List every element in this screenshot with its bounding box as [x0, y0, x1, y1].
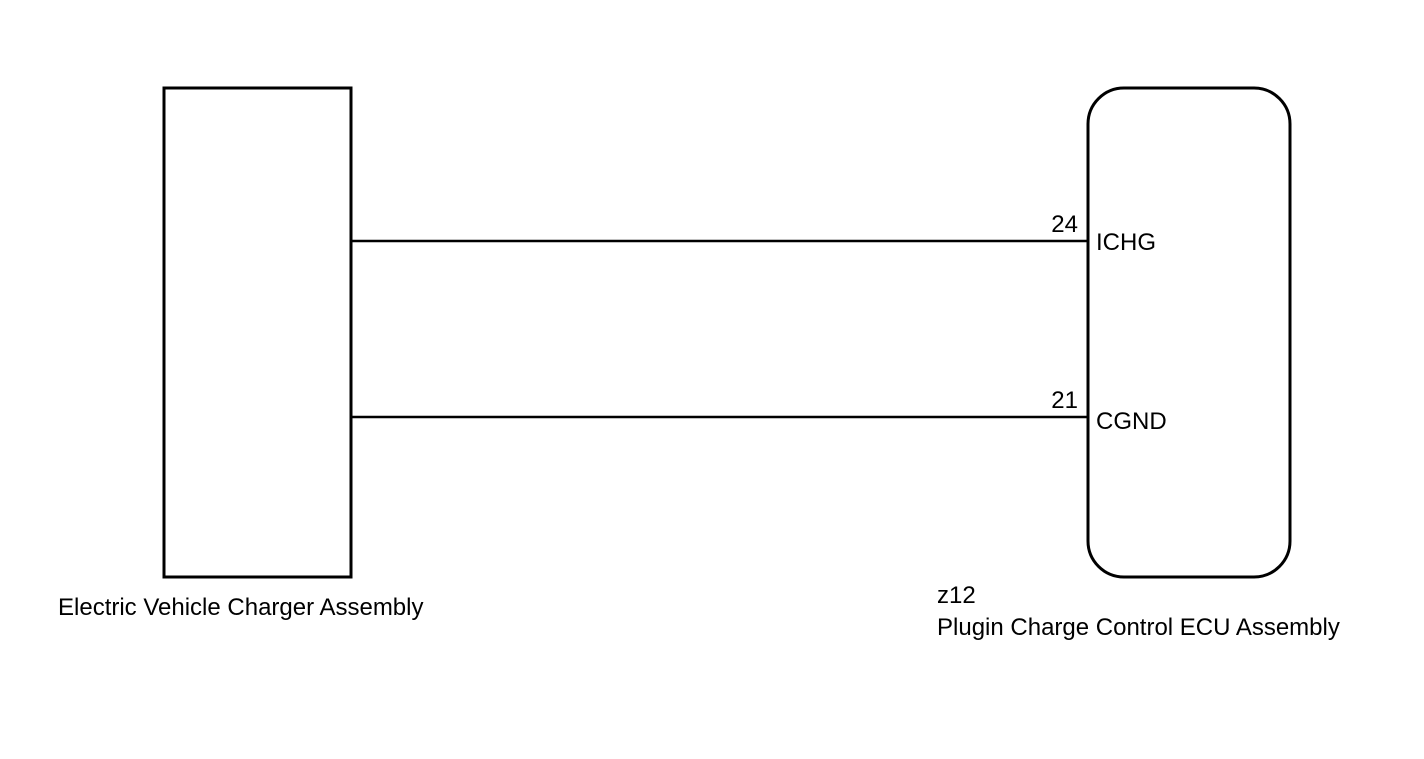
signal-label-ichg: ICHG — [1096, 229, 1156, 256]
ecu-assembly-label: Plugin Charge Control ECU Assembly — [937, 614, 1340, 641]
ecu-connector-code: z12 — [937, 582, 976, 609]
charger-assembly-label: Electric Vehicle Charger Assembly — [58, 594, 423, 621]
signal-label-cgnd: CGND — [1096, 408, 1167, 435]
pin-number-21: 21 — [1051, 387, 1078, 414]
ecu-assembly-box — [1086, 86, 1292, 579]
charger-assembly-box — [162, 86, 353, 579]
pin-number-24: 24 — [1051, 211, 1078, 238]
